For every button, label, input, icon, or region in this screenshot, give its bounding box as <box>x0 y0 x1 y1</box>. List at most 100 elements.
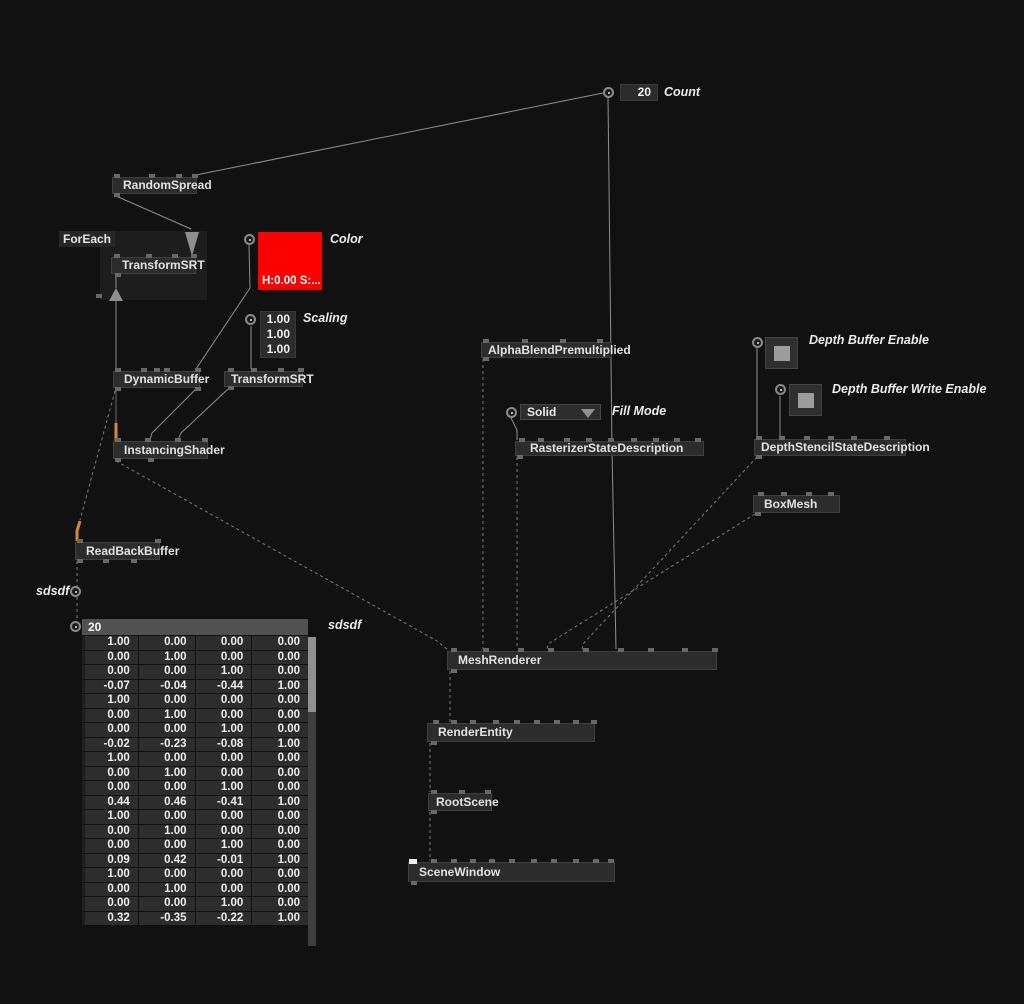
buffer-cell[interactable]: 0.00 <box>252 810 308 824</box>
node-input-pin[interactable] <box>514 720 520 724</box>
buffer-cell[interactable]: 0.00 <box>252 723 308 737</box>
count-output-pin[interactable] <box>603 87 614 98</box>
node-rootscene[interactable]: RootScene <box>428 790 499 814</box>
region-pin[interactable] <box>96 294 102 298</box>
buffer-cell[interactable]: 0.00 <box>138 694 195 708</box>
node-input-pin[interactable] <box>519 438 525 442</box>
node-input-pin[interactable] <box>114 174 120 178</box>
node-output-pin[interactable] <box>77 559 83 563</box>
buffer-cell[interactable]: -0.08 <box>195 737 252 751</box>
node-input-pin[interactable] <box>531 859 537 863</box>
buffer-cell[interactable]: 1.00 <box>195 897 252 911</box>
buffer-cell[interactable]: 0.44 <box>82 795 138 809</box>
buffer-cell[interactable]: 0.00 <box>252 766 308 780</box>
node-depthstencilstatedescription[interactable]: DepthStencilStateDescription <box>754 436 930 459</box>
node-input-pin[interactable] <box>155 539 161 543</box>
buffer-cell[interactable]: 1.00 <box>195 839 252 853</box>
buffer-cell[interactable]: 0.32 <box>82 911 138 925</box>
node-input-pin[interactable] <box>195 368 201 372</box>
buffer-cell[interactable]: 0.00 <box>252 752 308 766</box>
node-renderentity[interactable]: RenderEntity <box>427 720 597 745</box>
buffer-cell[interactable]: 1.00 <box>82 810 138 824</box>
node-input-pin[interactable] <box>573 859 579 863</box>
link-depthstencil-meshrenderer[interactable] <box>581 456 758 651</box>
buffer-cell[interactable]: 1.00 <box>195 665 252 679</box>
link-transformsrt2-instancingshader[interactable] <box>177 388 229 441</box>
buffer-cell[interactable]: 0.00 <box>195 636 252 650</box>
node-input-pin[interactable] <box>548 648 554 652</box>
buffer-cell[interactable]: 0.00 <box>82 882 138 896</box>
buffer-cell[interactable]: 1.00 <box>252 911 308 925</box>
buffer-cell[interactable]: 0.09 <box>82 853 138 867</box>
scrollbar-thumb[interactable] <box>308 637 316 712</box>
node-input-pin[interactable] <box>451 859 457 863</box>
buffer-cell[interactable]: -0.07 <box>82 679 138 693</box>
link-dynamicbuffer-readbackbuffer[interactable] <box>79 390 116 521</box>
node-input-pin[interactable] <box>695 438 701 442</box>
link-count-randomspread[interactable] <box>195 92 604 176</box>
depth-buffer-enable-checkbox[interactable] <box>765 337 798 369</box>
node-input-pin[interactable] <box>756 436 762 440</box>
node-input-pin[interactable] <box>145 438 151 442</box>
node-input-pin[interactable] <box>682 648 688 652</box>
node-input-pin[interactable] <box>597 339 603 343</box>
buffer-cell[interactable]: 0.00 <box>195 650 252 664</box>
buffer-cell[interactable]: 0.00 <box>82 665 138 679</box>
node-input-pin[interactable] <box>608 438 614 442</box>
node-input-pin[interactable] <box>298 368 304 372</box>
buffer-cell[interactable]: 1.00 <box>82 694 138 708</box>
node-readbackbuffer[interactable]: ReadBackBuffer <box>75 539 179 563</box>
node-output-pin[interactable] <box>115 387 121 391</box>
node-input-pin[interactable] <box>77 539 83 543</box>
buffer-cell[interactable]: -0.04 <box>138 679 195 693</box>
node-output-pin[interactable] <box>431 741 437 745</box>
node-dynamicbuffer[interactable]: DynamicBuffer <box>113 368 209 391</box>
node-output-pin[interactable] <box>115 273 121 277</box>
node-input-pin[interactable] <box>451 648 457 652</box>
buffer-cell[interactable]: 1.00 <box>138 824 195 838</box>
scaling-y[interactable]: 1.00 <box>266 327 290 341</box>
link-dynamicbuffer-instancingshader[interactable] <box>149 388 197 441</box>
node-input-pin[interactable] <box>804 436 810 440</box>
node-input-pin[interactable] <box>459 790 465 794</box>
node-input-pin[interactable] <box>114 254 120 258</box>
node-input-pin[interactable] <box>538 438 544 442</box>
node-input-pin[interactable] <box>154 368 160 372</box>
buffer-cell[interactable]: -0.23 <box>138 737 195 751</box>
buffer-cell[interactable]: 0.00 <box>252 694 308 708</box>
node-output-pin[interactable] <box>517 455 523 459</box>
buffer-cell[interactable]: -0.02 <box>82 737 138 751</box>
node-input-pin[interactable] <box>228 368 234 372</box>
node-input-pin[interactable] <box>608 859 614 863</box>
node-input-pin[interactable] <box>573 720 579 724</box>
node-input-pin[interactable] <box>431 790 437 794</box>
node-input-pin[interactable] <box>191 254 197 258</box>
buffer-cell[interactable]: 0.00 <box>138 723 195 737</box>
node-input-pin[interactable] <box>828 436 834 440</box>
scaling-x[interactable]: 1.00 <box>266 312 290 326</box>
buffer-cell[interactable]: 0.00 <box>82 824 138 838</box>
hot-link-readbackbuffer[interactable] <box>75 520 82 541</box>
node-input-pin[interactable] <box>884 436 890 440</box>
link-boxmesh-meshrenderer[interactable] <box>546 513 756 651</box>
buffer-cell[interactable]: 0.00 <box>138 868 195 882</box>
buffer-cell[interactable]: 1.00 <box>252 679 308 693</box>
buffer-cell[interactable]: 1.00 <box>252 853 308 867</box>
buffer-cell[interactable]: 0.00 <box>252 897 308 911</box>
buffer-cell[interactable]: 0.00 <box>195 766 252 780</box>
dropdown-arrow-icon[interactable] <box>581 409 595 418</box>
node-input-pin[interactable] <box>583 648 589 652</box>
node-input-pin[interactable] <box>509 859 515 863</box>
buffer-cell[interactable]: 0.00 <box>195 824 252 838</box>
